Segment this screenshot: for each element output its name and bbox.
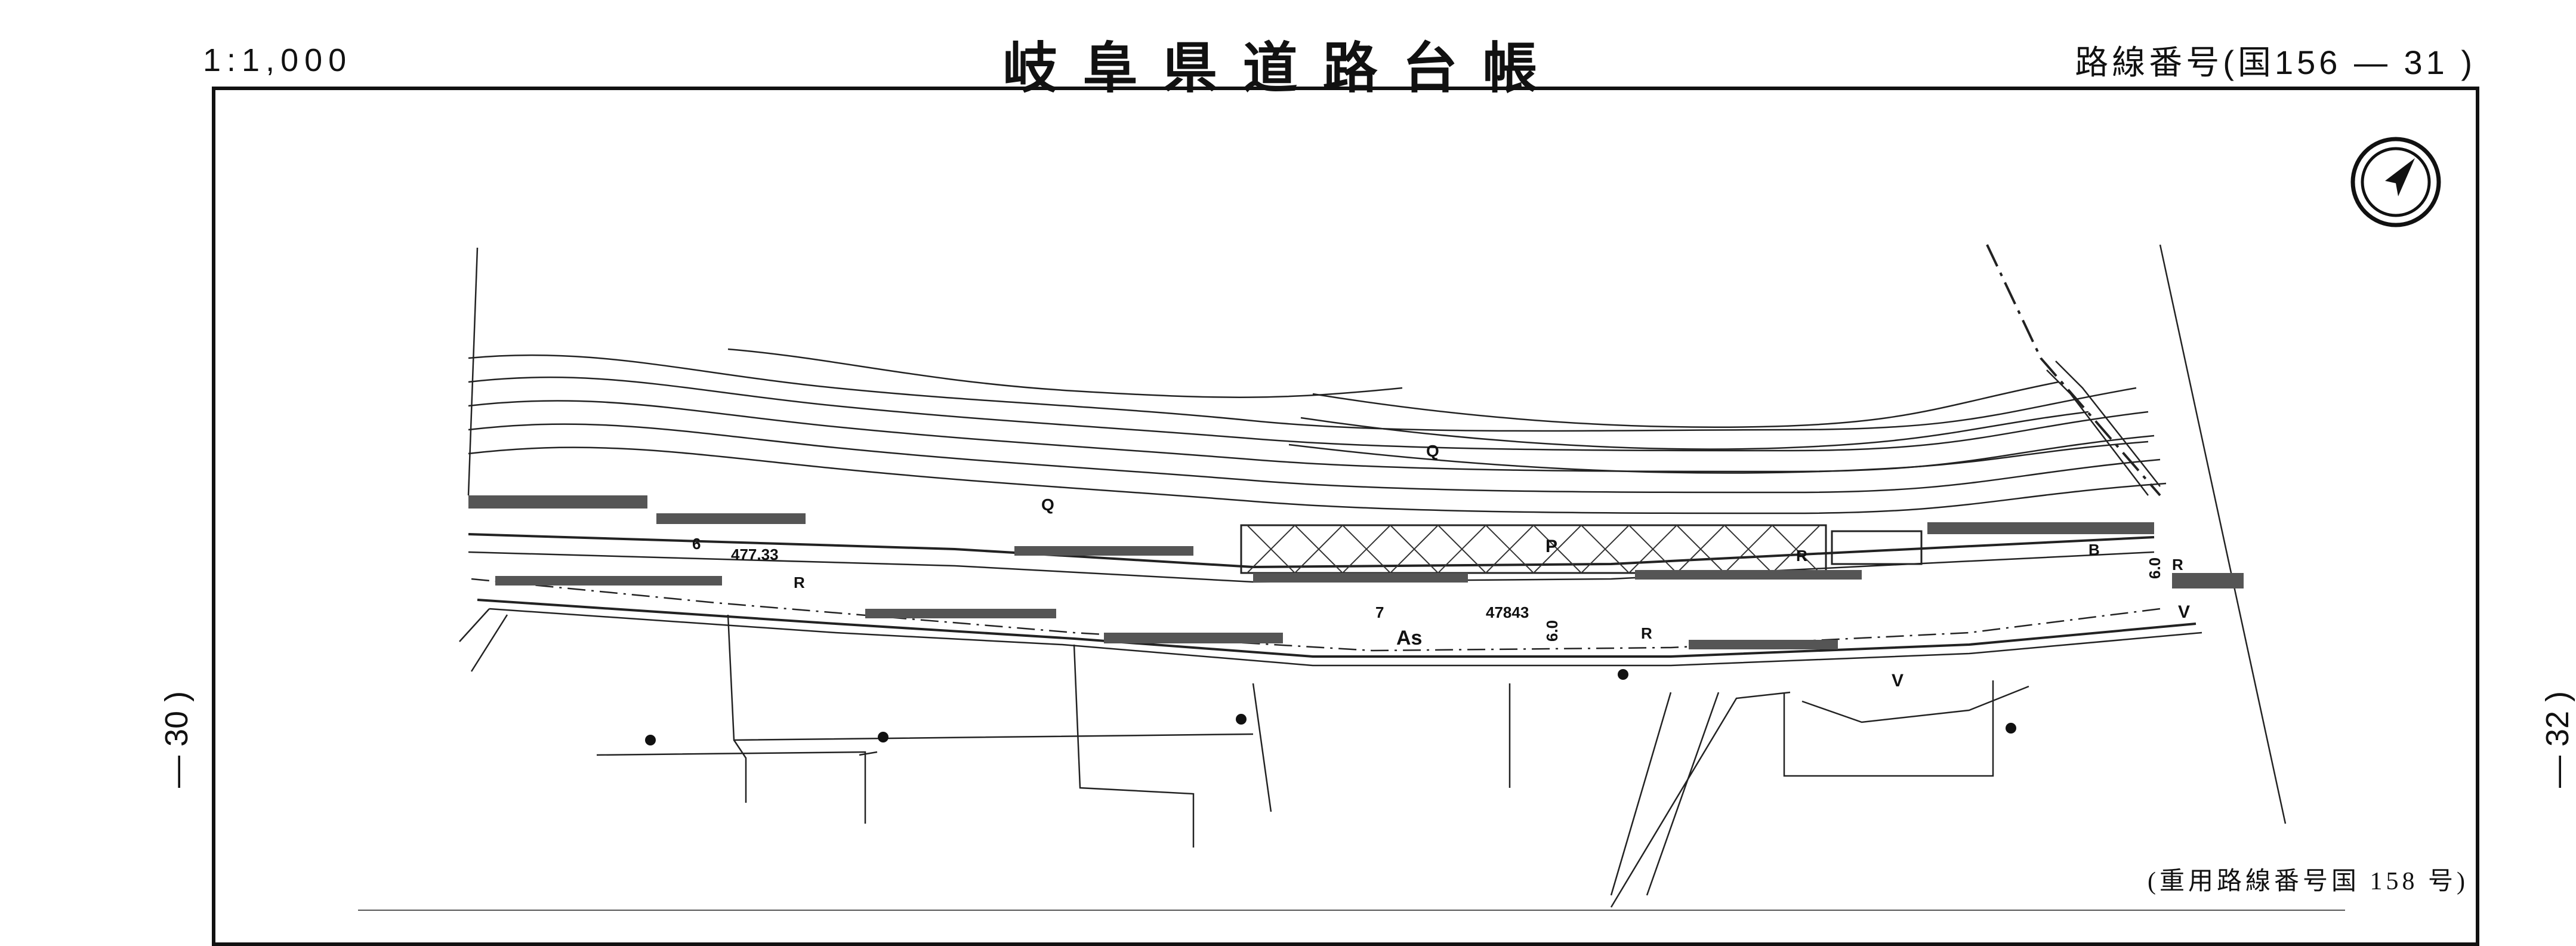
pavement-label: As (1396, 627, 1422, 649)
symbol-v1: V (1892, 671, 1904, 691)
road-label-r1: R (794, 574, 805, 591)
station-label-7: 7 (1375, 603, 1384, 621)
road-label-b1: B (2088, 541, 2100, 559)
north-arrow-icon (2348, 134, 2444, 233)
distance-label-b: 47843 (1486, 603, 1529, 621)
map-frame (212, 87, 2479, 946)
width-label-b: 6.0 (2146, 557, 2164, 579)
contour-label-q2: Q (1041, 495, 1054, 514)
contour-label-q1: Q (1426, 442, 1439, 460)
route-number: 路線番号(国156 ― 31 ) (2075, 44, 2476, 81)
parking-label: P (1545, 537, 1557, 556)
road-label-r3: R (2172, 556, 2183, 574)
overlap-route-note: (重用路線番号国 158 号) (2148, 868, 2469, 895)
symbol-v2: V (2178, 602, 2190, 622)
road-label-r2: R (1641, 624, 1652, 642)
map-scale: 1:1,000 (203, 42, 353, 78)
distance-label-a: 477.33 (731, 546, 779, 563)
station-label-6: 6 (692, 535, 701, 553)
width-label-a: 6.0 (1543, 620, 1561, 642)
road-label-r4: R (1796, 547, 1807, 565)
